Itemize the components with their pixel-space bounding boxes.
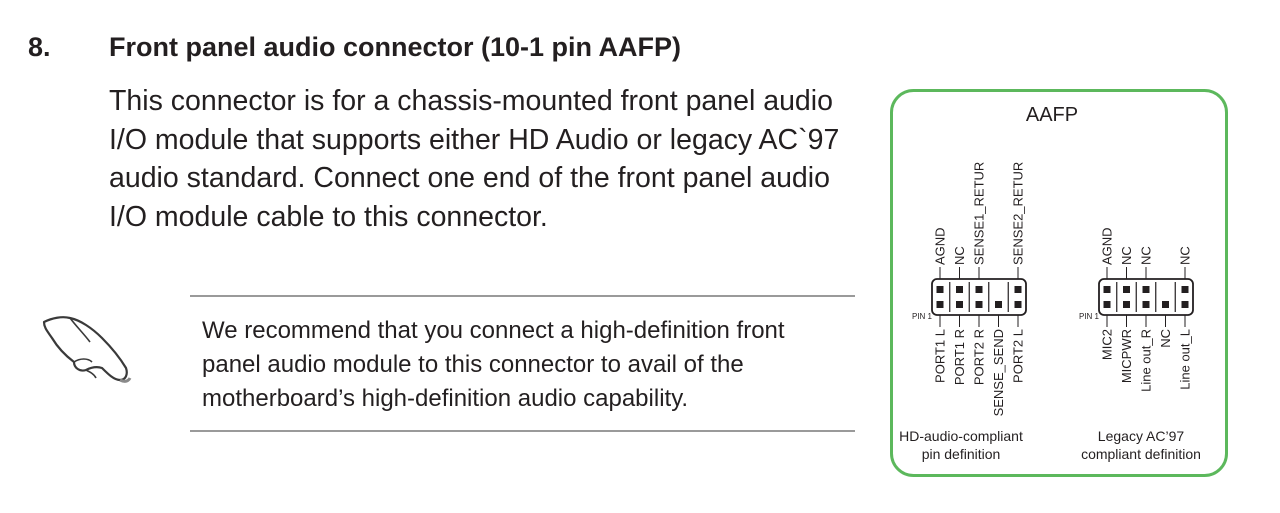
body-line: This connector is for a chassis-mounted … [109,85,833,117]
aafp-pin-diagram: AAFP PIN 1 AGND NC SENSE1_RETUR SENSE2_RETUR… [890,89,1228,477]
bottom-pin-label: MICPWR [1119,329,1134,383]
pin [1014,286,1022,293]
pin [1103,286,1111,293]
note-top-rule [190,295,855,297]
pin [956,286,963,293]
bottom-pin-label: PORT2 R [972,329,987,385]
hd-audio-connector: PIN 1 AGND NC SENSE1_RETUR SENSE2_RETUR PORT1… [912,162,1027,416]
pin [1014,301,1022,308]
pin [936,286,944,293]
pin [956,301,963,308]
bottom-pin-label: NC [1158,329,1173,348]
note-line: motherboard’s high-definition audio capa… [202,385,689,412]
pin [1123,301,1130,308]
bottom-pin-label: PORT1 R [952,329,967,385]
pin [975,301,983,308]
pin [995,301,1002,308]
pin [1181,286,1189,293]
legacy-connector: PIN 1 AGND NC NC NC MIC2 MICPWR Line out_R NC Lin… [1079,227,1194,392]
pin [1142,286,1150,293]
pin [975,286,983,293]
section-number: 8. [28,32,51,62]
top-pin-label: NC [952,246,967,265]
bottom-pin-label: MIC2 [1100,329,1115,360]
bottom-pin-label: Line out_L [1178,329,1193,390]
top-pin-label: SENSE2_RETUR [1011,162,1026,265]
pin [1142,301,1150,308]
legacy-caption-line1: Legacy AC’97 [1098,428,1185,444]
pin [1103,301,1111,308]
pin [1181,301,1189,308]
bottom-pin-label: PORT1 L [933,329,948,383]
top-pin-label: AGND [933,227,948,265]
top-pin-label: SENSE1_RETUR [972,162,987,265]
pointing-hand-icon [42,316,132,383]
section-title: Front panel audio connector (10-1 pin AA… [109,32,682,62]
top-pin-label: NC [1119,246,1134,265]
hd-caption-line1: HD-audio-compliant [899,428,1023,444]
top-pin-label: AGND [1100,227,1115,265]
note-line: We recommend that you connect a high-def… [202,317,785,344]
diagram-frame [890,89,1228,477]
legacy-caption-line2: compliant definition [1081,446,1201,462]
pin [936,301,944,308]
note-text: We recommend that you connect a high-def… [202,314,785,416]
bottom-pin-label: PORT2 L [1011,329,1026,383]
diagram-title: AAFP [1026,104,1078,126]
body-paragraph: This connector is for a chassis-mounted … [109,82,879,236]
body-line: I/O module that supports either HD Audio… [109,123,840,156]
bottom-pin-label: SENSE_SEND [991,329,1006,416]
top-pin-label: NC [1139,246,1154,265]
hd-caption-line2: pin definition [922,446,1001,462]
pin1-label: PIN 1 [912,312,933,321]
pin [1162,301,1169,308]
top-pin-label: NC [1178,246,1193,265]
body-line: audio standard. Connect one end of the f… [109,162,830,194]
pin [1123,286,1130,293]
bottom-pin-label: Line out_R [1139,329,1154,392]
pin1-label: PIN 1 [1079,312,1100,321]
note-bottom-rule [190,430,855,432]
body-line: I/O module cable to this connector. [109,200,548,233]
note-line: panel audio module to this connector to … [202,351,744,378]
